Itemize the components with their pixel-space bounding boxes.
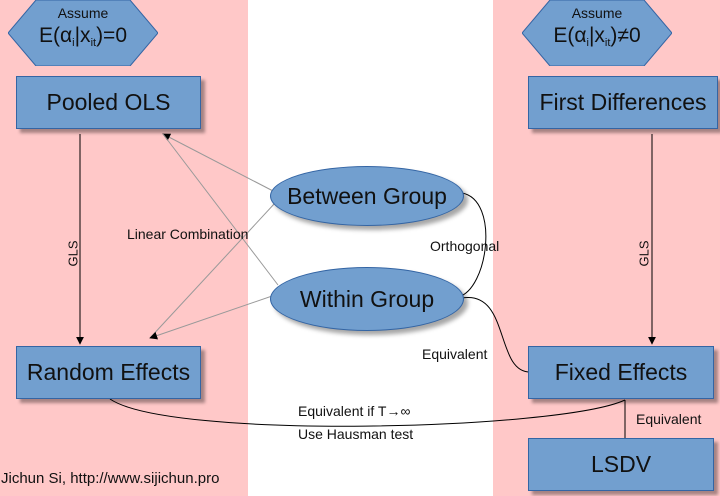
first-differences-node: First Differences [528, 76, 718, 129]
within-to-pooled-line [162, 133, 279, 286]
gls-left-label: GLS [65, 240, 81, 267]
equivalent-within-fixed-label: Equivalent [422, 346, 488, 362]
left-assumption-hexagon: Assume E(αi|xit)=0 [8, 0, 158, 66]
random-fixed-connector [109, 398, 626, 427]
equivalent-asymptotic-label: Equivalent if T→∞ [298, 403, 411, 419]
within-fixed-connector [461, 297, 531, 373]
lsdv-node: LSDV [528, 438, 714, 491]
hausman-test-label: Use Hausman test [298, 426, 414, 442]
pooled-ols-node: Pooled OLS [16, 76, 201, 129]
gls-right-label: GLS [636, 240, 652, 267]
fixed-effects-node: Fixed Effects [528, 346, 714, 399]
left-assume-label: Assume [57, 5, 109, 21]
linear-combination-label: Linear Combination [127, 226, 249, 242]
equivalent-lsdv-label: Equivalent [636, 411, 702, 427]
orthogonal-connector [457, 192, 487, 298]
orthogonal-label: Orthogonal [430, 238, 500, 254]
between-to-random-line [149, 202, 276, 339]
left-assumption-formula: E(αi|xit)=0 [39, 24, 127, 49]
right-assume-label: Assume [571, 5, 623, 21]
between-to-pooled-line [162, 133, 276, 193]
right-assumption-hexagon: Assume E(αi|xit)≠0 [522, 0, 672, 66]
random-effects-node: Random Effects [16, 346, 201, 399]
author-credit: Jichun Si, http://www.sijichun.pro [1, 470, 220, 487]
within-to-random-line [149, 294, 276, 340]
right-assumption-formula: E(αi|xit)≠0 [553, 24, 641, 49]
within-group-node: Within Group [270, 267, 464, 331]
between-group-node: Between Group [270, 166, 464, 226]
